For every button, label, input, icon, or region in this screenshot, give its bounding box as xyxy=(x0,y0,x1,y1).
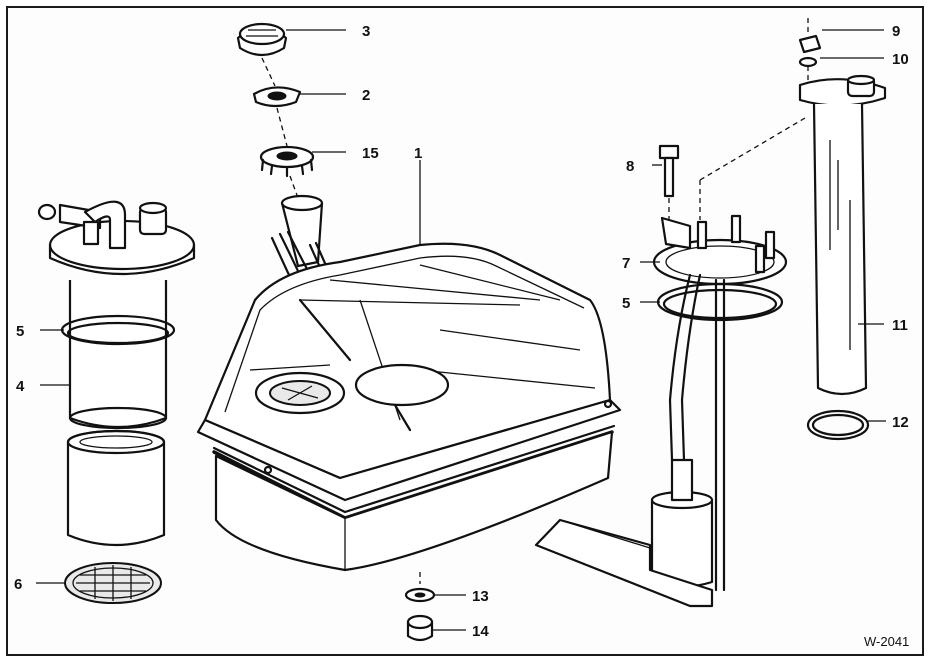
callout-12: 12 xyxy=(892,414,909,431)
callout-5-left: 5 xyxy=(16,323,24,340)
drain-plug-assembly xyxy=(404,572,436,642)
callout-4: 4 xyxy=(16,378,25,395)
callout-11: 11 xyxy=(892,317,908,334)
callout-1: 1 xyxy=(414,145,422,162)
callout-2: 2 xyxy=(362,87,370,104)
level-sender-unit xyxy=(798,18,887,441)
callout-5-right: 5 xyxy=(622,295,630,312)
callout-10: 10 xyxy=(892,51,909,68)
figure-code: W-2041 xyxy=(864,634,909,649)
callout-9: 9 xyxy=(892,23,900,40)
callout-3: 3 xyxy=(362,23,370,40)
callout-7: 7 xyxy=(622,255,630,272)
left-sender-assembly xyxy=(37,200,196,604)
callout-labels: 3 2 15 1 5 4 6 7 5 8 9 10 11 12 13 14 W-… xyxy=(14,23,909,649)
callout-6: 6 xyxy=(14,576,22,593)
callout-13: 13 xyxy=(472,588,489,605)
callout-lines xyxy=(36,29,886,631)
fuel-pump-assembly xyxy=(534,117,806,608)
callout-15: 15 xyxy=(362,145,379,162)
callout-14: 14 xyxy=(472,623,489,640)
fuel-tank xyxy=(196,242,622,572)
filler-cap-assembly xyxy=(236,22,338,292)
callout-8: 8 xyxy=(626,158,634,175)
